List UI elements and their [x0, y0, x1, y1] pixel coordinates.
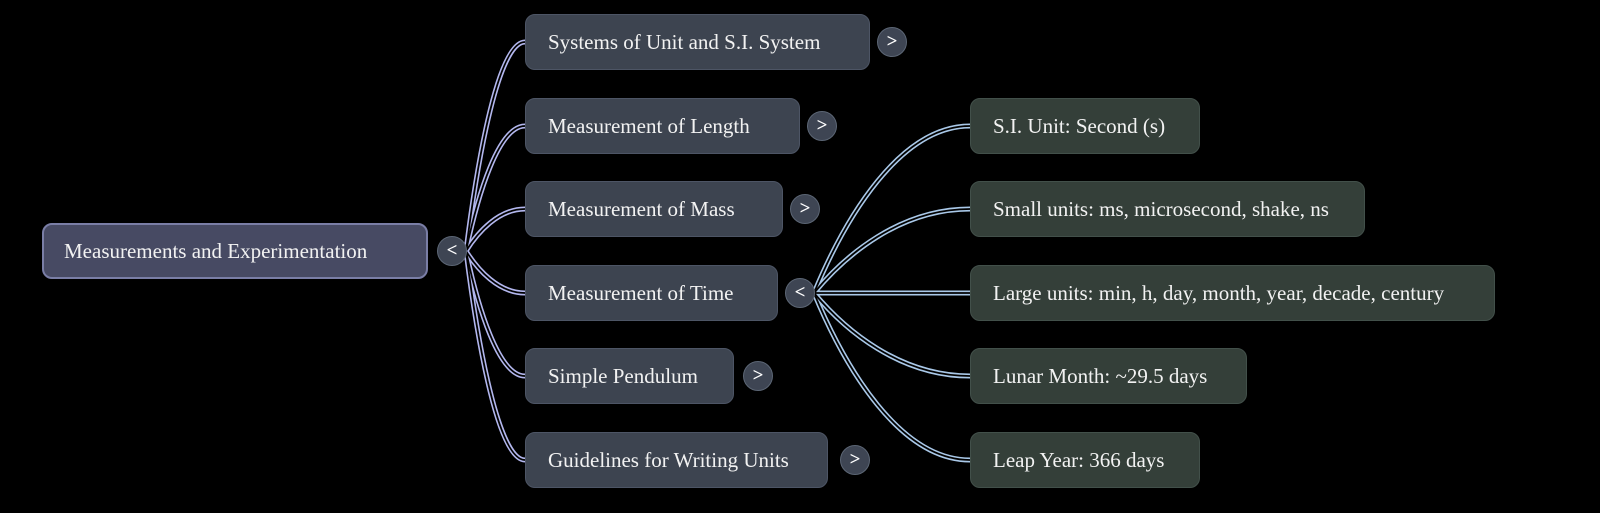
toggle-measurement-of-time[interactable]: < — [785, 278, 815, 308]
toggle-systems-of-unit[interactable]: > — [877, 27, 907, 57]
toggle-simple-pendulum[interactable]: > — [743, 361, 773, 391]
node-label: Measurement of Length — [548, 113, 750, 138]
node-leap-year[interactable]: Leap Year: 366 days — [970, 432, 1200, 488]
node-label: Small units: ms, microsecond, shake, ns — [993, 196, 1329, 221]
node-systems-of-unit[interactable]: Systems of Unit and S.I. System — [525, 14, 870, 70]
toggle-measurement-of-mass[interactable]: > — [790, 194, 820, 224]
node-root-label: Measurements and Experimentation — [64, 238, 368, 263]
node-label: S.I. Unit: Second (s) — [993, 113, 1166, 138]
toggle-guidelines-for-writing-units[interactable]: > — [840, 445, 870, 475]
node-label: Large units: min, h, day, month, year, d… — [993, 280, 1445, 305]
node-lunar-month[interactable]: Lunar Month: ~29.5 days — [970, 348, 1247, 404]
node-label: Leap Year: 366 days — [993, 447, 1165, 472]
node-label: Systems of Unit and S.I. System — [548, 29, 821, 54]
node-label: Measurement of Time — [548, 280, 734, 305]
node-measurement-of-length[interactable]: Measurement of Length — [525, 98, 800, 154]
toggle-measurement-of-length[interactable]: > — [807, 111, 837, 141]
node-simple-pendulum[interactable]: Simple Pendulum — [525, 348, 734, 404]
node-si-unit-second[interactable]: S.I. Unit: Second (s) — [970, 98, 1200, 154]
node-label: Simple Pendulum — [548, 363, 698, 388]
node-measurement-of-mass[interactable]: Measurement of Mass — [525, 181, 783, 237]
node-guidelines-for-writing-units[interactable]: Guidelines for Writing Units — [525, 432, 828, 488]
node-measurement-of-time[interactable]: Measurement of Time — [525, 265, 778, 321]
node-large-units[interactable]: Large units: min, h, day, month, year, d… — [970, 265, 1495, 321]
node-root[interactable]: Measurements and Experimentation — [42, 223, 428, 279]
node-label: Lunar Month: ~29.5 days — [993, 363, 1208, 388]
toggle-root[interactable]: < — [437, 236, 467, 266]
node-label: Guidelines for Writing Units — [548, 447, 789, 472]
node-small-units[interactable]: Small units: ms, microsecond, shake, ns — [970, 181, 1365, 237]
node-label: Measurement of Mass — [548, 196, 735, 221]
